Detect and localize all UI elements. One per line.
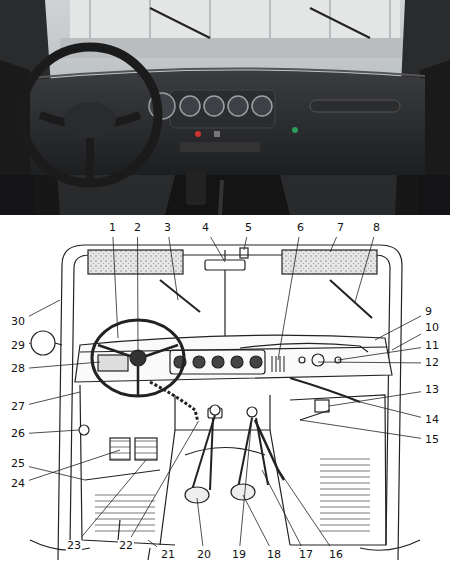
callout-number: 8 xyxy=(372,222,381,234)
leader-line xyxy=(243,495,269,546)
callout-number: 13 xyxy=(424,384,440,396)
callout-number: 23 xyxy=(66,540,82,552)
callout-number: 14 xyxy=(424,414,440,426)
leader-line xyxy=(137,237,138,352)
leader-line xyxy=(360,402,421,417)
leader-line xyxy=(29,450,120,480)
leader-line xyxy=(169,237,178,300)
leader-line xyxy=(82,460,146,537)
leader-line xyxy=(392,334,421,350)
callout-number: 26 xyxy=(10,428,26,440)
callout-number: 22 xyxy=(118,540,134,552)
line-drawing xyxy=(0,215,450,575)
leader-line xyxy=(29,362,100,368)
leader-line xyxy=(244,237,247,250)
leader-line xyxy=(262,470,301,546)
callout-number: 9 xyxy=(424,306,433,318)
callout-number: 27 xyxy=(10,401,26,413)
leader-line xyxy=(330,237,337,252)
leader-line xyxy=(240,416,252,546)
callout-number: 4 xyxy=(201,222,210,234)
leader-line xyxy=(211,237,225,262)
leader-line xyxy=(29,430,79,433)
callout-number: 25 xyxy=(10,458,26,470)
callout-number: 15 xyxy=(424,434,440,446)
callout-number: 2 xyxy=(133,222,142,234)
callout-number: 17 xyxy=(298,549,314,561)
leader-line xyxy=(280,472,330,546)
leader-line xyxy=(329,392,421,406)
callout-number: 5 xyxy=(244,222,253,234)
leader-line xyxy=(131,422,198,537)
leader-line xyxy=(318,362,421,364)
callout-number: 30 xyxy=(10,316,26,328)
leader-line xyxy=(197,498,203,546)
leader-line xyxy=(355,237,374,302)
callout-number: 6 xyxy=(296,222,305,234)
leader-line xyxy=(29,392,80,404)
leader-line xyxy=(278,237,299,360)
callout-number: 10 xyxy=(424,322,440,334)
leader-line xyxy=(29,343,31,344)
callout-number: 24 xyxy=(10,478,26,490)
callout-number: 21 xyxy=(160,549,176,561)
callout-number: 3 xyxy=(163,222,172,234)
callout-number: 12 xyxy=(424,357,440,369)
callout-number: 16 xyxy=(328,549,344,561)
leader-line xyxy=(148,540,157,547)
leader-line xyxy=(29,467,85,480)
leader-line xyxy=(29,300,60,316)
callout-number: 19 xyxy=(231,549,247,561)
leader-line xyxy=(300,420,421,438)
leader-line xyxy=(338,348,421,360)
leader-line xyxy=(113,237,118,338)
callout-number: 28 xyxy=(10,363,26,375)
photo xyxy=(0,0,450,215)
callout-number: 1 xyxy=(108,222,117,234)
callout-number: 20 xyxy=(196,549,212,561)
callout-number: 11 xyxy=(424,340,440,352)
callout-number: 18 xyxy=(266,549,282,561)
callout-number: 29 xyxy=(10,340,26,352)
callout-number: 7 xyxy=(336,222,345,234)
leader-line xyxy=(375,316,421,340)
